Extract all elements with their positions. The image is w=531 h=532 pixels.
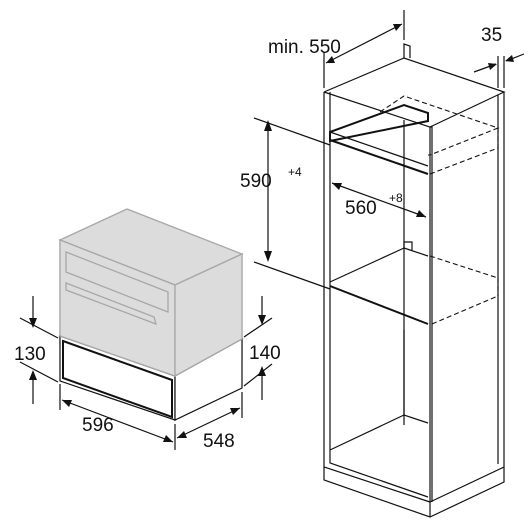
dim-596-label: 596 [82, 415, 114, 436]
dim-550-label: min. 550 [268, 37, 341, 58]
dim-130-label: 130 [14, 344, 46, 365]
dim-35-lines [473, 53, 525, 88]
oven-appliance-front [59, 239, 243, 378]
dim-596-lines [59, 384, 176, 450]
dim-590-lines [253, 117, 331, 290]
dim-130-lines [19, 296, 59, 404]
dim-548-label: 548 [203, 431, 235, 452]
dim-548-lines [176, 392, 243, 439]
dim-35-label: 35 [481, 25, 502, 46]
dim-550-lines [323, 10, 405, 88]
dim-140-lines [243, 296, 273, 400]
tall-cabinet [323, 43, 506, 518]
dim-590-tolerance: +4 [288, 165, 302, 179]
cabinet-dashed-lines [379, 95, 500, 325]
dim-560-lines [331, 182, 427, 218]
dim-560-tolerance: +8 [389, 191, 403, 205]
dim-590-label: 590 [240, 171, 272, 192]
dim-140-label: 140 [249, 343, 281, 364]
dim-560-label: 560 [345, 198, 377, 219]
